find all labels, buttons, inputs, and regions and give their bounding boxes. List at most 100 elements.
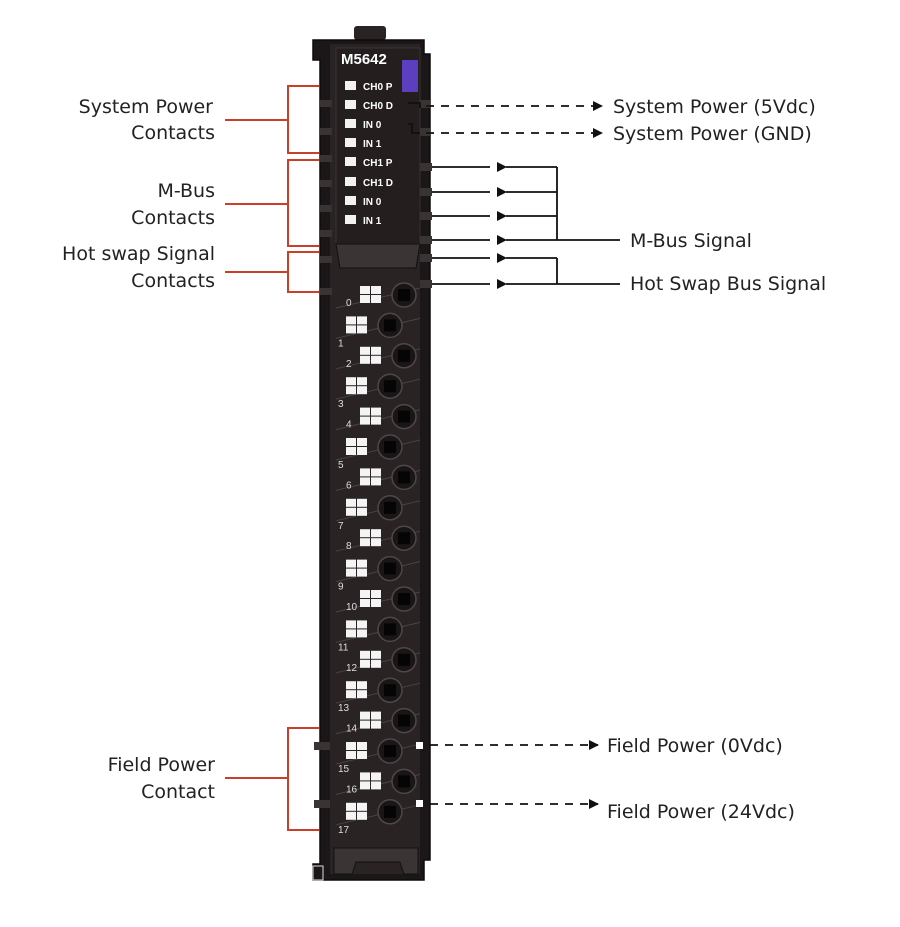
release-button	[360, 346, 370, 355]
module-model: M5642	[341, 51, 387, 68]
system-power-arrows	[408, 101, 603, 138]
label-hot-swap-2: Contacts	[131, 270, 215, 292]
terminal-row: 15	[335, 738, 421, 775]
socket-hole	[398, 653, 410, 666]
release-lever	[335, 243, 421, 269]
release-button	[346, 386, 356, 395]
release-button	[346, 690, 356, 699]
channel-number: 14	[346, 724, 358, 735]
terminal-row: 2	[335, 343, 421, 370]
led-square	[345, 157, 356, 166]
release-button	[357, 386, 367, 395]
socket-hole	[398, 471, 410, 484]
channel-number: 17	[338, 825, 350, 836]
socket-hole	[384, 805, 396, 818]
release-button	[346, 377, 356, 386]
release-button	[371, 659, 381, 668]
left-brackets	[225, 85, 319, 831]
release-button	[360, 599, 370, 607]
bottom-latch	[312, 865, 324, 881]
channel-number: 3	[338, 399, 344, 410]
channel-number: 12	[346, 663, 358, 674]
terminal-row: 8	[335, 525, 421, 552]
release-button	[346, 447, 356, 455]
release-button	[357, 507, 367, 516]
release-button	[346, 507, 356, 516]
release-button	[346, 325, 356, 334]
terminal-row: 3	[335, 373, 421, 410]
label-hotswap-signal: Hot Swap Bus Signal	[630, 273, 826, 295]
release-button	[371, 407, 381, 416]
release-button	[346, 438, 356, 446]
terminal-row: 7	[335, 495, 421, 532]
socket-hole	[384, 319, 396, 332]
status-indicator	[402, 60, 418, 92]
terminal-row: 10	[335, 586, 421, 613]
channel-number: 4	[346, 420, 352, 431]
socket-hole	[384, 380, 396, 393]
label-system-power-2: Contacts	[131, 122, 215, 144]
release-button	[371, 477, 381, 486]
release-button	[371, 529, 381, 538]
left-labels: System Power Contacts M-Bus Contacts Hot…	[62, 96, 215, 803]
release-button	[346, 802, 356, 811]
channel-number: 0	[346, 298, 352, 309]
release-button	[346, 316, 356, 325]
release-button	[360, 538, 370, 547]
label-mbus-1: M-Bus	[157, 180, 215, 202]
socket-hole	[398, 289, 410, 301]
bracket-system-power	[225, 85, 319, 154]
bracket-hot-swap	[225, 251, 319, 293]
release-button	[360, 650, 370, 659]
led-square	[345, 215, 356, 224]
release-button	[371, 781, 381, 790]
led-label: CH0 D	[363, 101, 393, 112]
led-label: CH1 D	[363, 178, 393, 189]
led-square	[345, 138, 356, 147]
socket-hole	[384, 441, 396, 453]
release-button	[360, 772, 370, 781]
channel-number: 1	[338, 338, 344, 349]
terminal-row: 9	[335, 555, 421, 593]
led-square	[345, 177, 356, 186]
release-button	[357, 742, 367, 750]
label-sys-gnd: System Power (GND)	[613, 123, 812, 145]
socket-hole	[398, 349, 410, 362]
channel-number: 16	[346, 784, 358, 795]
release-button	[357, 447, 367, 455]
terminal-row: 0	[335, 282, 421, 309]
socket-hole	[398, 410, 410, 423]
release-button	[360, 295, 370, 303]
release-button	[360, 477, 370, 486]
release-button	[360, 355, 370, 364]
terminal-row: 11	[335, 616, 421, 653]
release-button	[346, 498, 356, 507]
led-label: IN 0	[363, 197, 382, 208]
release-button	[346, 751, 356, 759]
release-button	[360, 416, 370, 425]
socket-hole	[384, 562, 396, 575]
release-button	[360, 659, 370, 668]
hotswap-arrows	[432, 253, 620, 289]
release-button	[357, 316, 367, 325]
led-label: IN 0	[363, 120, 382, 131]
release-button	[371, 346, 381, 355]
release-button	[360, 781, 370, 790]
socket-hole	[398, 593, 410, 605]
release-button	[371, 538, 381, 547]
socket-hole	[398, 775, 410, 788]
socket-hole	[384, 684, 396, 697]
release-button	[371, 711, 381, 720]
bracket-field-power	[225, 727, 319, 831]
field-power-arrows	[416, 740, 599, 809]
release-button	[371, 286, 381, 294]
release-button	[357, 498, 367, 507]
terminal-row: 5	[335, 434, 421, 471]
release-button	[346, 681, 356, 690]
led-label: CH1 P	[363, 158, 393, 169]
release-button	[360, 711, 370, 720]
led-square	[345, 100, 356, 109]
bracket-mbus	[225, 159, 319, 247]
label-field-power-1: Field Power	[108, 754, 216, 776]
